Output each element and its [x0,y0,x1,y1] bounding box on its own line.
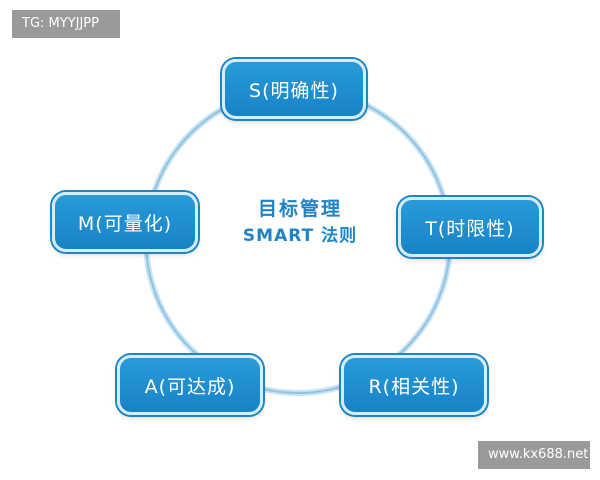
center-label: 目标管理 SMART 法则 [200,196,400,250]
center-title: 目标管理 [257,198,342,220]
node-relevant: R(相关性) [341,355,487,415]
node-specific: S(明确性) [222,59,366,119]
center-subtitle: SMART 法则 [242,226,358,246]
node-achievable: A(可达成) [117,355,263,415]
node-time-bound: T(时限性) [398,197,542,257]
watermark-top: TG: MYYJJPP [12,10,120,38]
node-measurable: M(可量化) [52,192,198,252]
watermark-bottom: www.kx688.net [478,441,590,469]
